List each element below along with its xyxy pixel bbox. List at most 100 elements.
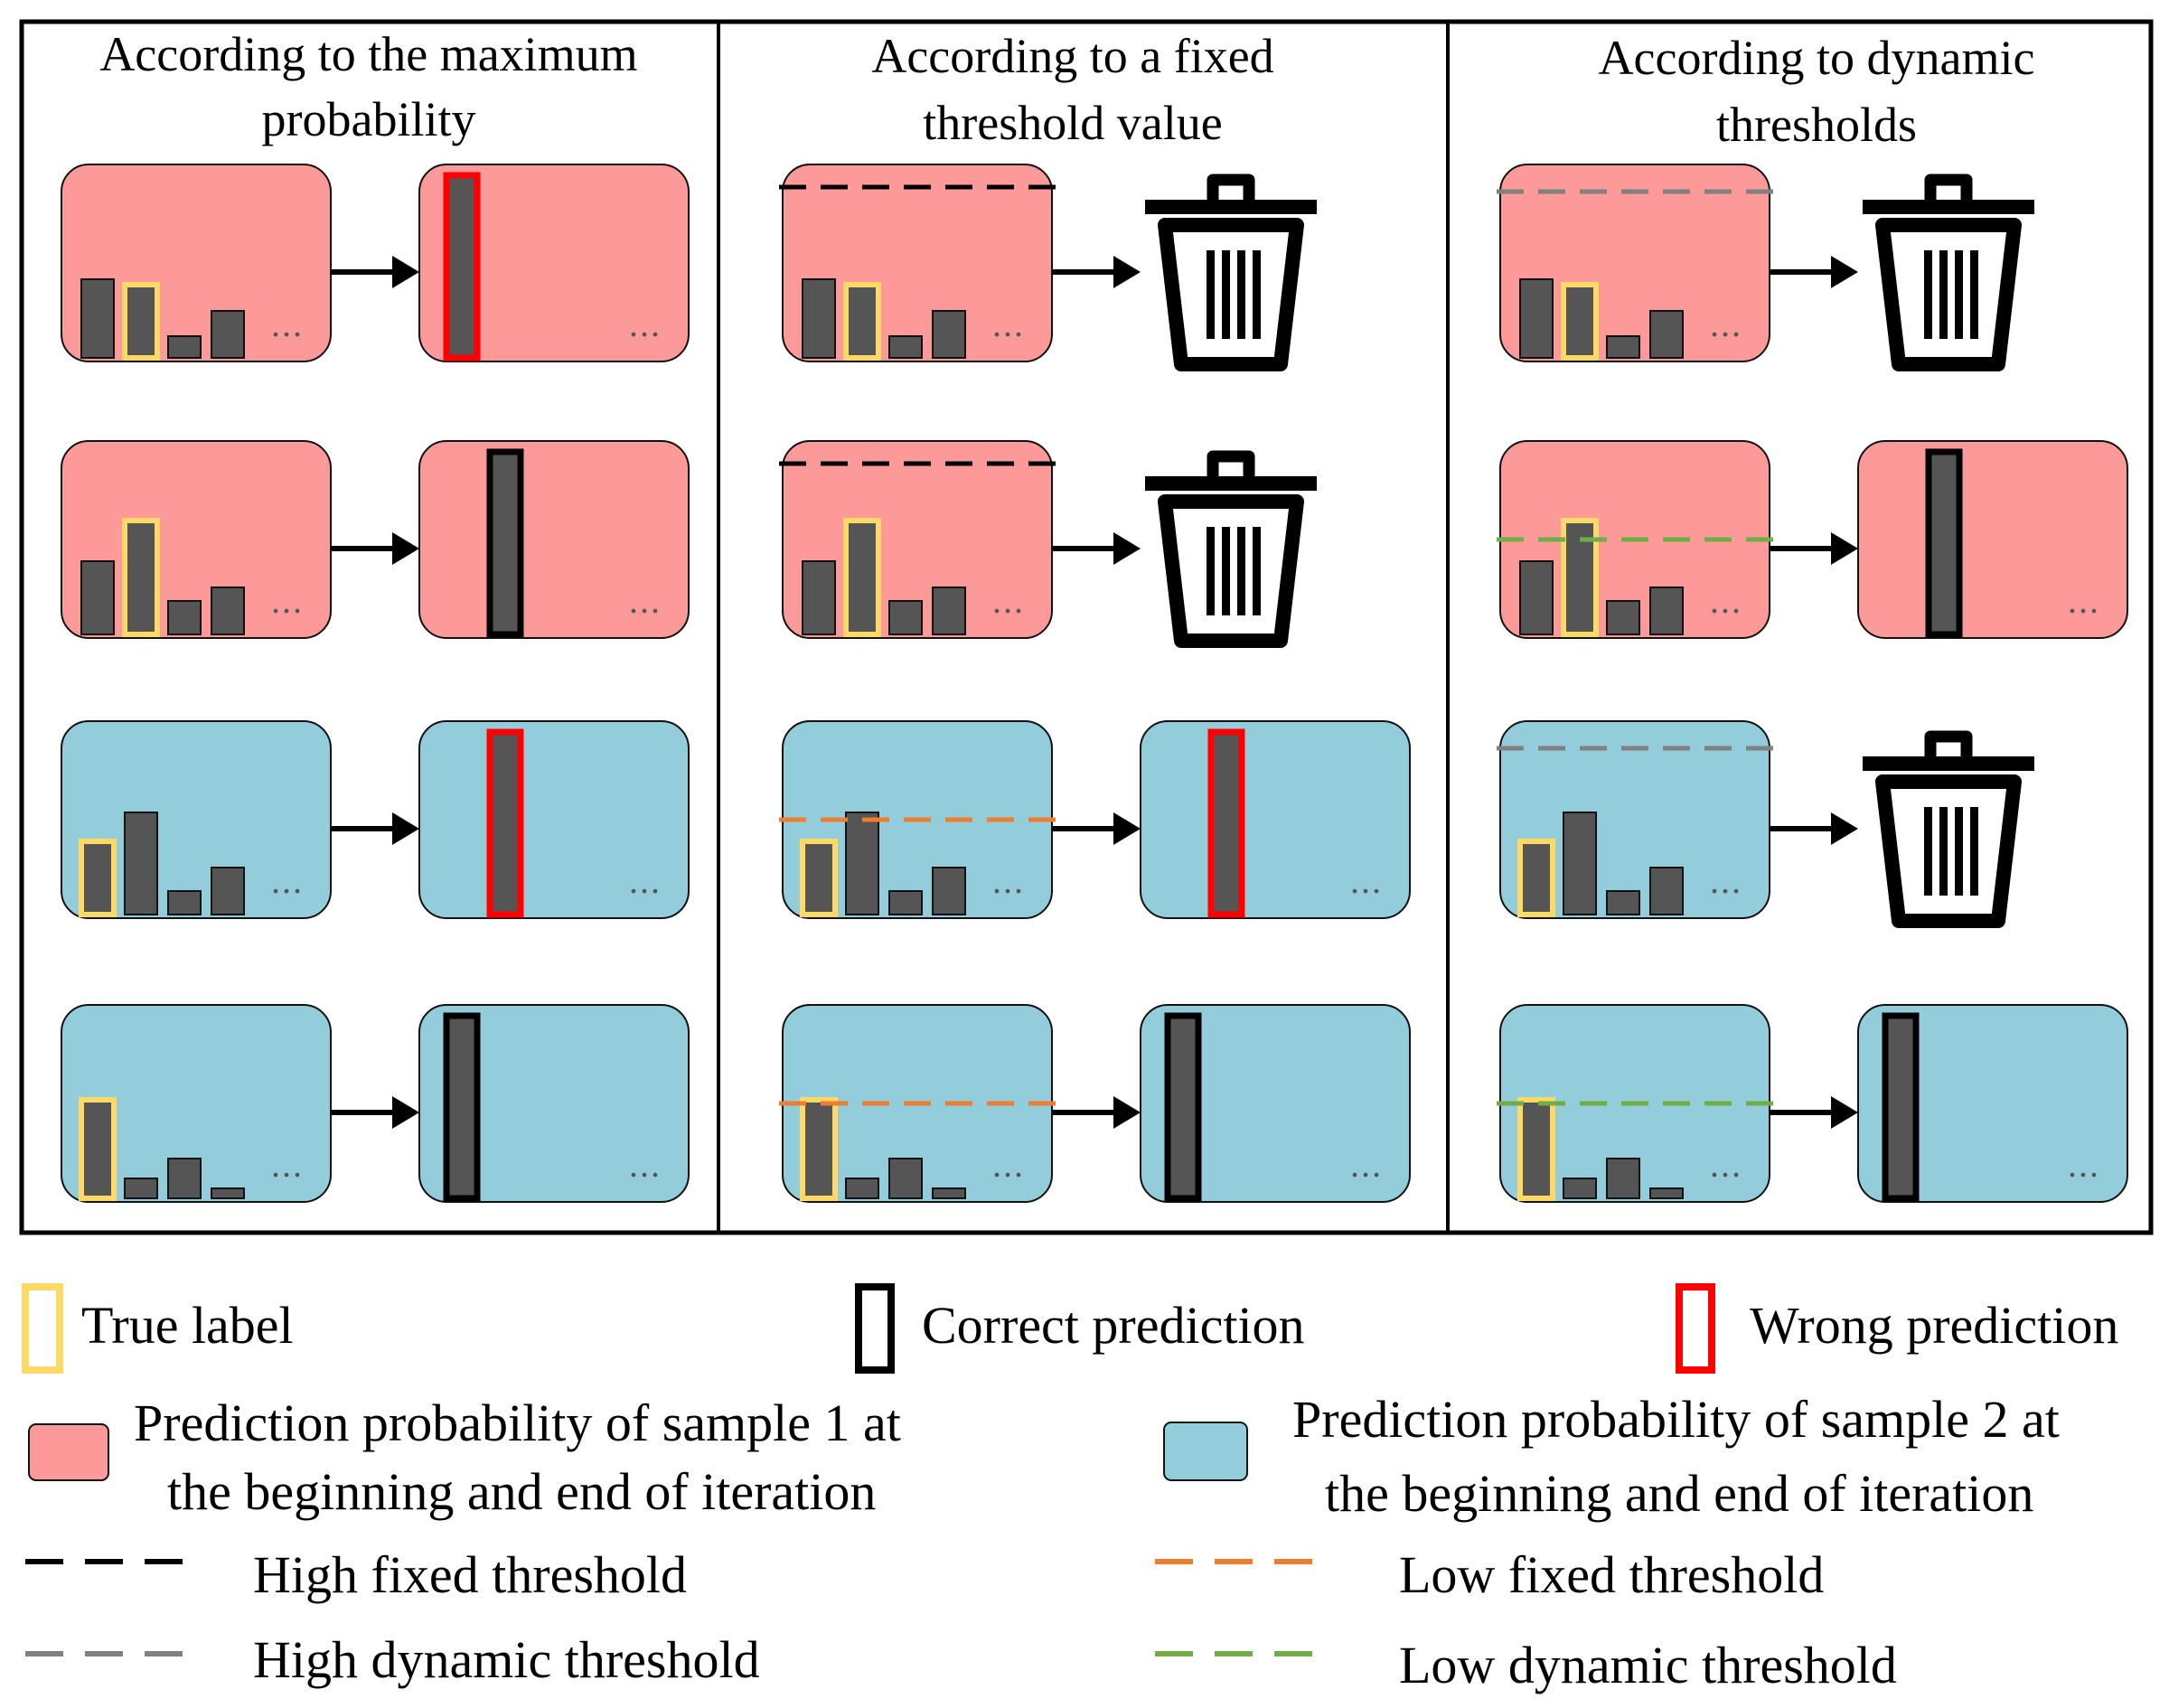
legend-sample1-line-1: Prediction probability of sample 1 at: [134, 1394, 901, 1452]
panel-2-row-4-bar-4: [932, 1187, 966, 1199]
panel-1-row-1-result-bar-wrong: [443, 172, 481, 361]
panel-3-row-2-true-label-highlight: [1561, 518, 1599, 637]
panel-3-row-3-trash-icon: [1863, 730, 2034, 928]
legend-true-label: True label: [81, 1296, 294, 1355]
panel-3-row-2-input-box-ellipsis: ...: [1710, 580, 1742, 621]
panel-1-row-1-arrow-head: [392, 256, 419, 288]
panel-3-row-4-result-box-ellipsis: ...: [2068, 1144, 2100, 1185]
panel-1-row-4-bar-1: [80, 1099, 115, 1199]
panel-3-row-3-bar-1: [1519, 840, 1554, 915]
panel-2-row-3-bar-4: [932, 867, 966, 915]
legend-correct-swatch: [855, 1283, 895, 1374]
legend-low-dynamic-threshold: Low dynamic threshold: [1399, 1636, 1897, 1694]
panel-1-row-3-bar-4: [211, 867, 245, 915]
panel-2-row-2-true-label-highlight: [843, 518, 881, 637]
panel-3-row-3-input-box-ellipsis: ...: [1710, 860, 1742, 901]
trash-slat: [1939, 250, 1948, 339]
panel-2-row-1-true-label-highlight: [843, 282, 881, 361]
trash-slat: [1955, 807, 1963, 896]
panel-1-row-3-bar-2: [124, 812, 158, 915]
trash-lid: [1145, 200, 1317, 214]
legend-true-label-swatch: [22, 1283, 63, 1374]
panel-1-row-4-bar-4: [211, 1187, 245, 1199]
panel-3-row-2-result-bar-correct: [1925, 448, 1963, 638]
trash-handle: [1207, 174, 1255, 200]
trash-body: [1875, 218, 2022, 371]
trash-handle: [1924, 174, 1973, 200]
panel-2-row-3-result-box-ellipsis: ...: [1350, 860, 1383, 901]
panel-1-row-3-result-box-ellipsis: ...: [629, 860, 662, 901]
panel-3-row-1-bar-3: [1606, 335, 1640, 359]
panel-1-row-3-input-box-ellipsis: ...: [271, 860, 304, 901]
panel-1-row-4-true-label-highlight: [79, 1097, 117, 1201]
panel-1-row-3-arrow-head: [392, 812, 419, 845]
panel-1-row-4-arrow-head: [392, 1096, 419, 1129]
trash-body: [1158, 494, 1304, 648]
legend-wrong-swatch: [1676, 1283, 1715, 1374]
panel-1-row-4-result-bar-correct: [443, 1012, 481, 1202]
panel-3-row-3-true-label-highlight: [1517, 839, 1555, 917]
panel-2-row-4-bar-1: [802, 1099, 836, 1199]
diagram-frame: [19, 19, 2154, 1235]
panel-3-row-1-bar-4: [1649, 310, 1684, 359]
panel-2-row-1-arrow-head: [1113, 256, 1141, 288]
panel-1-row-2-true-label-highlight: [122, 518, 160, 637]
trash-lid: [1863, 756, 2034, 771]
panel-2-row-1-bar-2: [845, 284, 879, 359]
trash-slat: [1207, 527, 1215, 615]
panel-3-row-2-bar-3: [1606, 600, 1640, 635]
panel-2-row-4-input-box-ellipsis: ...: [992, 1144, 1025, 1185]
trash-slat: [1939, 807, 1948, 896]
panel-1-title-line-2: probability: [262, 92, 476, 146]
panel-2-row-3-result-bar-wrong: [1207, 728, 1245, 918]
legend-high-dynamic-threshold: High dynamic threshold: [253, 1630, 760, 1689]
panel-1-row-4-result-box-ellipsis: ...: [629, 1144, 662, 1185]
trash-slat: [1237, 250, 1245, 339]
panel-1-row-2-bar-1: [80, 560, 115, 635]
trash-slat: [1253, 250, 1261, 339]
panel-2-row-2-input-box-ellipsis: ...: [992, 580, 1025, 621]
legend-sample2-swatch: [1163, 1422, 1248, 1481]
panel-3-row-1-input-box-ellipsis: ...: [1710, 304, 1742, 344]
trash-slat: [1237, 527, 1245, 615]
panel-2-row-3-bar-2: [845, 812, 879, 915]
panel-3-row-1-trash-icon: [1863, 174, 2034, 371]
trash-handle: [1207, 450, 1255, 476]
panel-2-row-3-bar-3: [888, 890, 923, 915]
panel-3-row-4-true-label-highlight: [1517, 1097, 1555, 1201]
legend: True label Correct prediction Wrong pred…: [22, 1283, 2118, 1694]
panel-3-row-1-arrow-head: [1831, 256, 1858, 288]
trash-slat: [1970, 250, 1978, 339]
panel-2-row-4-result-box: [1140, 1004, 1411, 1203]
panel-2-row-4-bar-2: [845, 1178, 879, 1199]
legend-sample1-swatch: [28, 1423, 109, 1481]
panel-2-row-4-bar-3: [888, 1158, 923, 1199]
panel-1-row-1-bar-2: [124, 284, 158, 359]
panel-3-row-4-bar-3: [1606, 1158, 1640, 1199]
panel-1-title-line-1: According to the maximum: [99, 27, 637, 81]
panel-3-title-line-1: According to dynamic: [1599, 31, 2035, 85]
panel-3-row-1-bar-2: [1563, 284, 1597, 359]
panel-1-row-1-bar-1: [80, 278, 115, 359]
panel-1-row-4-bar-3: [167, 1158, 202, 1199]
trash-slat: [1970, 807, 1978, 896]
panel-2-row-2-bar-1: [802, 560, 836, 635]
panel-2-row-2-bar-3: [888, 600, 923, 635]
panel-3-row-1-bar-1: [1519, 278, 1554, 359]
panel-1-row-1-bar-4: [211, 310, 245, 359]
legend-low-fixed-threshold: Low fixed threshold: [1399, 1545, 1824, 1604]
panel-2-row-1-bar-1: [802, 278, 836, 359]
trash-slat: [1924, 250, 1932, 339]
legend-wrong-prediction: Wrong prediction: [1750, 1296, 2118, 1355]
panel-1-row-1-input-box-ellipsis: ...: [271, 304, 304, 344]
trash-lid: [1145, 476, 1317, 491]
panel-2-row-2-trash-icon: [1145, 450, 1317, 648]
panel-2-title-line-2: threshold value: [923, 96, 1222, 150]
panel-1-row-2-input-box-ellipsis: ...: [271, 580, 304, 621]
panel-3-row-4-result-bar-correct: [1882, 1012, 1920, 1202]
panel-3-row-4-arrow-head: [1831, 1096, 1858, 1129]
trash-slat: [1222, 527, 1230, 615]
panel-2-row-2-arrow-head: [1113, 532, 1141, 565]
panel-3-row-4-input-box-ellipsis: ...: [1710, 1144, 1742, 1185]
